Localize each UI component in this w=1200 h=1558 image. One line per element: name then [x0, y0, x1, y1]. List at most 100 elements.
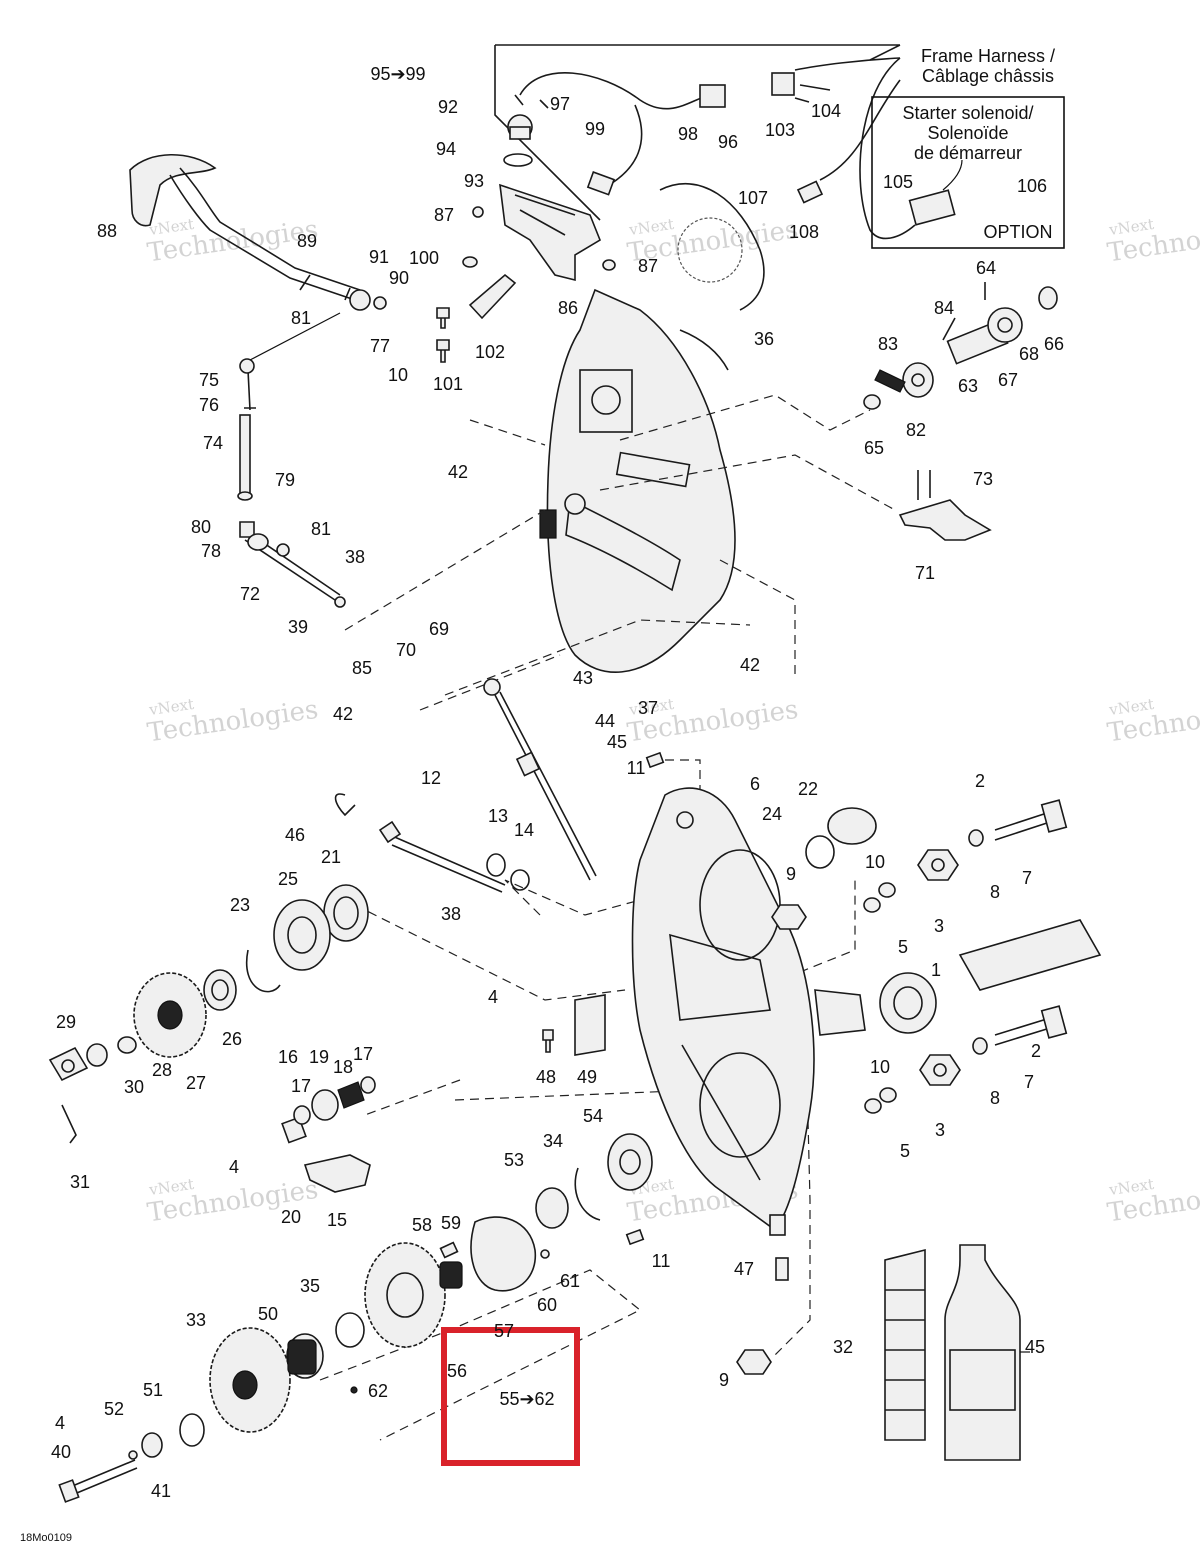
- part-callout: 45: [1025, 1337, 1045, 1357]
- part-callout: 16: [278, 1047, 298, 1067]
- part-callout: 87: [638, 256, 658, 276]
- part-callout: 81: [291, 308, 311, 328]
- upper-drive-shaft-group: [203, 793, 530, 1011]
- part-callout: 40: [51, 1442, 71, 1462]
- part-callout: 25: [278, 869, 298, 889]
- starter-solenoid-line-3: de démarreur: [914, 143, 1022, 163]
- part-callout: 13: [488, 806, 508, 826]
- part-callout: 87: [434, 205, 454, 225]
- part-callout: 54: [583, 1106, 603, 1126]
- part-callout: 8: [990, 1088, 1000, 1108]
- part-callout: 3: [934, 916, 944, 936]
- part-callout: 48: [536, 1067, 556, 1087]
- part-callout: 26: [222, 1029, 242, 1049]
- part-callout: 38: [441, 904, 461, 924]
- part-callout: 72: [240, 584, 260, 604]
- part-callout: 49: [577, 1067, 597, 1087]
- part-callout: 58: [412, 1215, 432, 1235]
- part-callout: 92: [438, 97, 458, 117]
- part-callout: 59: [441, 1213, 461, 1233]
- part-callout: 6: [750, 774, 760, 794]
- part-callout: 10: [388, 365, 408, 385]
- part-callout: 100: [409, 248, 439, 268]
- part-callout: 4: [55, 1413, 65, 1433]
- frame-harness-line-2: Câblage châssis: [922, 66, 1054, 86]
- part-callout: 53: [504, 1150, 524, 1170]
- part-callout: 98: [678, 124, 698, 144]
- highlight-box: [441, 1327, 580, 1466]
- part-callout: 4: [229, 1157, 239, 1177]
- part-callout: 21: [321, 847, 341, 867]
- part-callout: 81: [311, 519, 331, 539]
- part-callout: 104: [811, 101, 841, 121]
- part-callout: 29: [56, 1012, 76, 1032]
- part-callout: 73: [973, 469, 993, 489]
- part-callout: 96: [718, 132, 738, 152]
- part-callout: 10: [865, 852, 885, 872]
- part-callout: 22: [798, 779, 818, 799]
- part-callout: 12: [421, 768, 441, 788]
- part-callout: 2: [1031, 1041, 1041, 1061]
- part-callout: 31: [70, 1172, 90, 1192]
- part-callout: 45: [607, 732, 627, 752]
- part-callout: 107: [738, 188, 768, 208]
- part-callout: 82: [906, 420, 926, 440]
- part-callout: 74: [203, 433, 223, 453]
- part-callout: 103: [765, 120, 795, 140]
- drawing-code: 18Mo0109: [20, 1532, 72, 1544]
- starter-solenoid-line-1: Starter solenoid/: [902, 103, 1033, 123]
- part-callout: 84: [934, 298, 954, 318]
- part-callout: 33: [186, 1310, 206, 1330]
- part-callout: 94: [436, 139, 456, 159]
- part-callout: 1: [931, 960, 941, 980]
- part-callout: 42: [448, 462, 468, 482]
- part-callout: 8: [990, 882, 1000, 902]
- part-callout: 27: [186, 1073, 206, 1093]
- part-callout: 95➔99: [370, 64, 425, 84]
- lower-drive-group: [58, 1133, 653, 1503]
- part-callout: 42: [740, 655, 760, 675]
- countershaft-gears: [863, 282, 1058, 541]
- starter-solenoid-box: Starter solenoid/ Solenoïde de démarreur…: [871, 96, 1065, 249]
- part-callout: 56: [447, 1361, 467, 1381]
- part-callout: 11: [652, 1251, 671, 1271]
- part-callout: 2: [975, 771, 985, 791]
- part-callout: 97: [550, 94, 570, 114]
- part-callout: 15: [327, 1210, 347, 1230]
- right-shaft-hardware: [625, 751, 1102, 1375]
- part-callout: 47: [734, 1259, 754, 1279]
- part-callout: 7: [1024, 1072, 1034, 1092]
- part-callout: 32: [833, 1337, 853, 1357]
- part-callout: 11: [627, 758, 646, 778]
- part-callout: 28: [152, 1060, 172, 1080]
- part-callout: 61: [560, 1271, 580, 1291]
- part-callout: 77: [370, 336, 390, 356]
- part-callout: 9: [786, 864, 796, 884]
- part-callout: 51: [143, 1380, 163, 1400]
- part-callout: 69: [429, 619, 449, 639]
- part-callout: 66: [1044, 334, 1064, 354]
- part-callout: 44: [595, 711, 615, 731]
- part-callout: 108: [789, 222, 819, 242]
- part-callout: 10: [870, 1057, 890, 1077]
- part-callout: 20: [281, 1207, 301, 1227]
- part-callout: 65: [864, 438, 884, 458]
- tensioner-rod: [483, 678, 597, 881]
- part-callout: 46: [285, 825, 305, 845]
- part-callout: 50: [258, 1304, 278, 1324]
- part-callout: 105: [883, 172, 913, 192]
- part-callout: 5: [900, 1141, 910, 1161]
- part-callout: 4: [488, 987, 498, 1007]
- part-callout: 7: [1022, 868, 1032, 888]
- part-callout: 106: [1017, 176, 1047, 196]
- part-callout: 63: [958, 376, 978, 396]
- part-callout: 62: [368, 1381, 388, 1401]
- part-callout: 68: [1019, 344, 1039, 364]
- bracket-assembly: [436, 114, 616, 363]
- part-callout: 34: [543, 1131, 563, 1151]
- part-callout: 85: [352, 658, 372, 678]
- frame-harness-label: Frame Harness / Câblage châssis: [921, 46, 1055, 86]
- chaincase-housing: [631, 787, 866, 1236]
- part-callout: 17: [291, 1076, 311, 1096]
- part-callout: 24: [762, 804, 782, 824]
